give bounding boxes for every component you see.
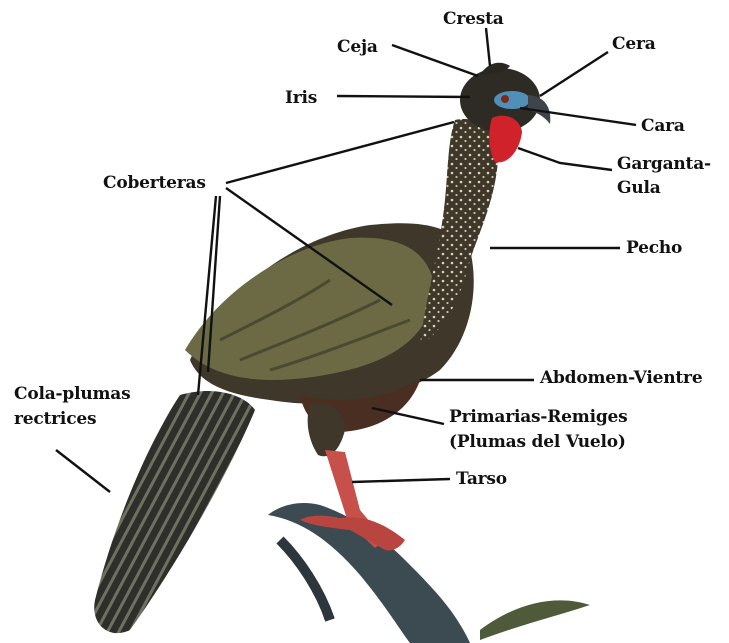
label-ceja: Ceja <box>337 37 378 57</box>
leader-line-ceja <box>392 45 478 76</box>
label-garganta-2: Gula <box>617 178 661 198</box>
leader-line-iris <box>337 96 470 97</box>
label-garganta-1: Garganta- <box>617 154 711 174</box>
label-primarias-2: (Plumas del Vuelo) <box>449 432 626 452</box>
leader-line-tarso <box>352 479 450 482</box>
label-cola-1: Cola-plumas <box>14 384 130 404</box>
leader-line-cresta <box>486 28 490 66</box>
label-iris: Iris <box>285 88 317 108</box>
leader-line-garganta <box>518 148 612 170</box>
eye-skin <box>494 91 530 109</box>
label-cola-2: rectrices <box>14 409 96 429</box>
label-primarias-1: Primarias-Remiges <box>449 407 628 427</box>
branch-twig <box>280 540 330 620</box>
eye <box>501 95 509 103</box>
label-coberteras: Coberteras <box>103 173 206 193</box>
label-cresta: Cresta <box>443 9 504 29</box>
tail <box>94 391 255 633</box>
leader-line-cera <box>540 52 608 96</box>
leader-line-cola <box>56 450 110 492</box>
leader-line-cara <box>520 108 636 125</box>
label-abdomen: Abdomen-Vientre <box>540 368 702 388</box>
label-tarso: Tarso <box>456 469 507 489</box>
label-cara: Cara <box>641 116 685 136</box>
label-pecho: Pecho <box>626 238 682 258</box>
wattle <box>489 116 522 163</box>
leader-line-coberteras-1 <box>226 122 454 183</box>
label-cera: Cera <box>612 34 656 54</box>
leaf <box>480 600 590 640</box>
